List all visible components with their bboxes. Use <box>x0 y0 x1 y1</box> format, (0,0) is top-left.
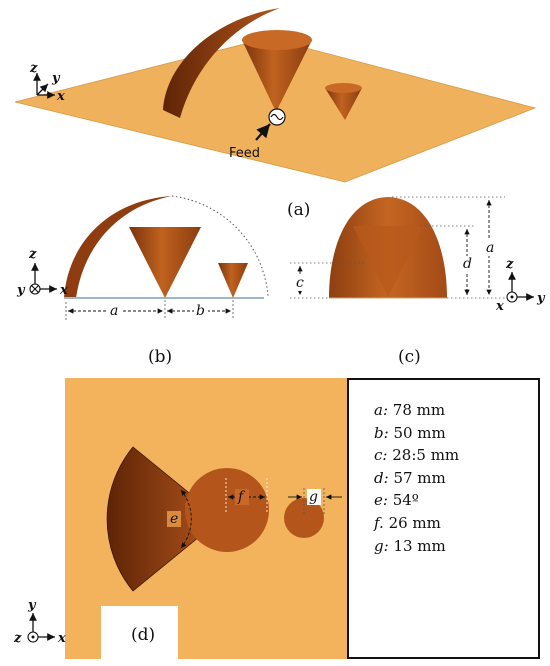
dimension-g-label: g <box>309 489 318 505</box>
parameter-row: f. 26 mm <box>374 513 441 532</box>
panel-c-label: (c) <box>398 347 421 367</box>
axis-z-label: z <box>13 631 22 646</box>
parameter-row: e: 54º <box>374 491 419 510</box>
dimension-lines-b: a b <box>65 300 234 320</box>
dimension-f-label: f <box>237 489 246 505</box>
large-cone-top <box>242 30 312 50</box>
parameter-row: g: 13 mm <box>374 536 446 555</box>
axis-x-label: x <box>57 631 66 646</box>
axes-triad-a: z y x <box>29 61 65 104</box>
axes-triad-c: z y x <box>495 257 546 314</box>
axes-triad-b: z y x <box>16 247 68 298</box>
axis-y-label: y <box>27 598 37 613</box>
axis-x-label: x <box>59 283 68 298</box>
dimension-e-label: e <box>170 511 178 527</box>
cone-front-view <box>353 226 423 297</box>
dimension-a-label: a <box>486 240 494 256</box>
parameter-table: a: 78 mm b: 50 mm c: 28:5 mm d: 57 mm e:… <box>347 378 540 659</box>
axis-y-label: y <box>16 283 26 298</box>
sector-side-view <box>64 196 172 298</box>
panel-d: e f g y z x (d) <box>13 378 347 659</box>
axis-z-label: z <box>28 247 37 262</box>
small-cone-side <box>218 263 248 298</box>
dimension-d-label: d <box>463 256 472 272</box>
label-cutout <box>101 606 178 659</box>
panel-c: a d c z y x (c) <box>290 196 546 367</box>
axis-z-label: z <box>29 61 38 76</box>
dimension-c-label: c <box>296 275 304 291</box>
small-cone <box>325 88 362 120</box>
axis-y-label: y <box>51 71 61 86</box>
dimension-lines-c: a d c <box>290 196 505 299</box>
dimension-a-label: a <box>110 303 118 319</box>
feed-label: Feed <box>229 146 260 161</box>
axis-x-label: x <box>56 89 65 104</box>
feed-arrow <box>255 123 271 141</box>
axis-y-label: y <box>536 291 546 306</box>
sector-top-view <box>106 446 222 592</box>
large-cone <box>242 40 312 112</box>
parameter-row: c: 28:5 mm <box>374 446 460 465</box>
parameter-list: a: 78 mm b: 50 mm c: 28:5 mm d: 57 mm e:… <box>374 399 459 557</box>
panel-a: Feed z y x (a) <box>14 8 537 220</box>
sector-element <box>163 8 280 118</box>
panel-d-label: (d) <box>131 625 155 645</box>
dimension-b-label: b <box>196 303 205 319</box>
axis-x-label: x <box>495 299 504 314</box>
small-cone-top-view <box>284 498 324 538</box>
axes-triad-d: y z x <box>13 598 66 646</box>
large-cone-top-view <box>185 468 269 552</box>
small-cone-top <box>325 83 362 93</box>
parameter-row: d: 57 mm <box>374 468 446 487</box>
dimension-lines-d: e f g <box>167 478 342 549</box>
parameter-row: a: 78 mm <box>374 401 446 419</box>
large-cone-side <box>129 227 201 298</box>
parameter-row: b: 50 mm <box>374 423 446 442</box>
panel-b: a b z y x (b) <box>16 195 269 367</box>
axis-z-label: z <box>505 257 514 272</box>
panel-b-label: (b) <box>148 347 172 367</box>
panel-a-label: (a) <box>287 200 310 220</box>
